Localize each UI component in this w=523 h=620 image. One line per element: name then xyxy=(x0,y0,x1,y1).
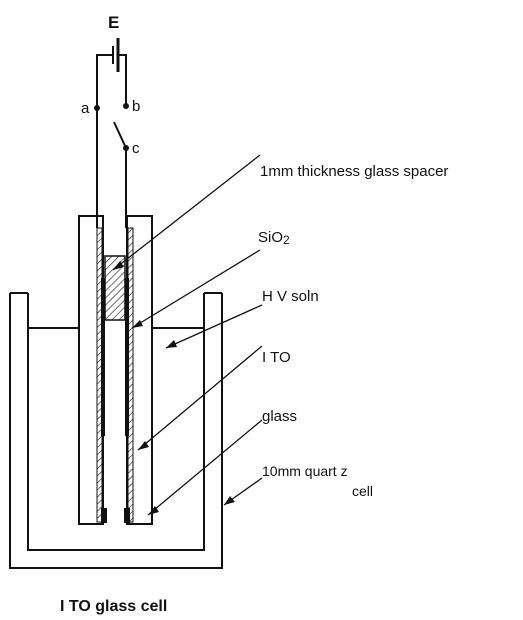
terminal-b-dot xyxy=(123,103,129,109)
sio2-leader xyxy=(131,249,261,329)
terminal-a-dot xyxy=(94,105,100,111)
battery-icon xyxy=(112,38,120,72)
spacer-leader xyxy=(112,154,261,271)
quartz-arrow xyxy=(224,496,235,505)
quartz-label-line1: 10mm quart z xyxy=(262,463,348,479)
right-glass-plate xyxy=(124,215,153,525)
hv-soln-leader xyxy=(165,304,263,349)
sio2-label-subscript: 2 xyxy=(283,233,290,247)
spacer-arrow xyxy=(113,261,124,270)
terminal-b-label: b xyxy=(132,98,140,115)
quartz-label-line2: cell xyxy=(352,483,373,499)
ito-arrow xyxy=(138,441,149,450)
sio2-label: SiO2 xyxy=(258,229,290,247)
quartz-cell xyxy=(9,292,223,569)
ito-leader xyxy=(137,345,263,451)
terminal-a-label: a xyxy=(81,100,90,117)
figure-caption: I TO glass cell xyxy=(60,598,167,615)
glass-arrow xyxy=(148,506,159,515)
sio2-label-base: SiO xyxy=(258,229,283,246)
left-glass-plate xyxy=(78,215,107,525)
sio2-arrow xyxy=(132,320,143,328)
terminal-c-dot xyxy=(123,145,129,151)
terminal-c-label: c xyxy=(132,140,140,157)
spacer-label: 1mm thickness glass spacer xyxy=(260,163,448,180)
hv-soln-arrow xyxy=(166,340,177,348)
battery-label: E xyxy=(108,13,119,32)
hv-soln-label: H V soln xyxy=(262,288,319,305)
arrowheads xyxy=(113,261,235,515)
leader-lines xyxy=(112,154,263,516)
ito-label: I TO xyxy=(262,349,291,366)
glass-spacer xyxy=(104,255,126,321)
glass-leader xyxy=(147,419,263,516)
glass-label: glass xyxy=(262,408,297,425)
circuit xyxy=(96,54,127,228)
